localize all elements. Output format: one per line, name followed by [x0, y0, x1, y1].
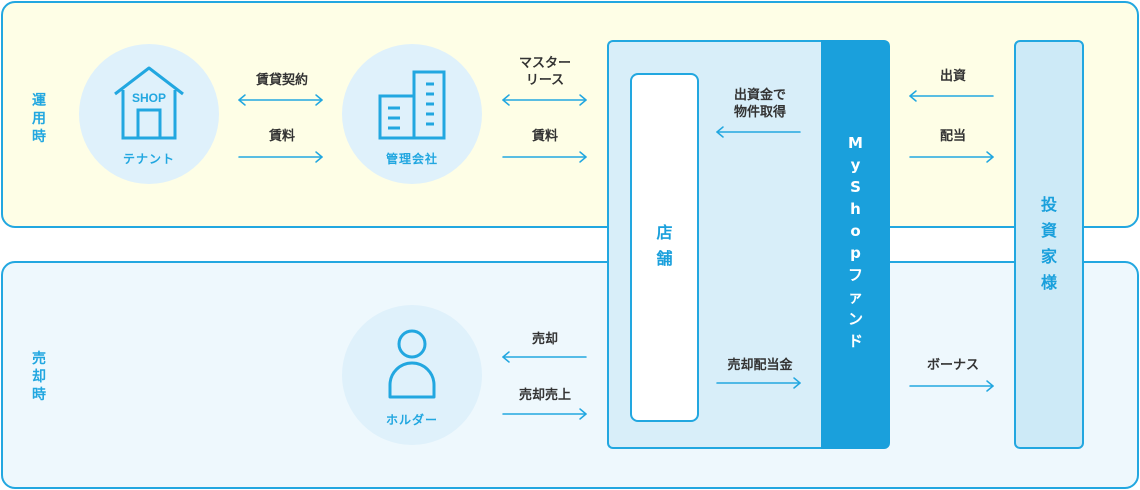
- lease-contract-arrow: [238, 94, 323, 106]
- acquire-property-arrow: [716, 126, 801, 138]
- bonus-arrow: [909, 380, 994, 392]
- holder-label: ホルダー: [385, 413, 438, 427]
- store-label: 店舗: [656, 223, 673, 268]
- investment-label: 出資: [939, 69, 966, 84]
- sale-section: [1, 261, 1139, 489]
- rent-label-management: 賃料: [531, 129, 558, 144]
- dividend-label: 配当: [939, 129, 966, 144]
- acquire-property-label-line1: 出資金で: [733, 88, 786, 103]
- operation-section-label: 運用時: [32, 93, 46, 145]
- sale-label: 売却: [531, 332, 558, 347]
- master-lease-label-line1: マスター: [518, 56, 571, 71]
- person-icon: [388, 329, 436, 399]
- rent-arrow-tenant: [238, 151, 323, 163]
- tenant-label: テナント: [122, 152, 175, 166]
- management-company-label: 管理会社: [385, 152, 438, 166]
- sale-dividend-label: 売却配当金: [727, 358, 793, 373]
- sale-revenue-arrow: [502, 408, 587, 420]
- management-company-node: 管理会社: [342, 44, 482, 184]
- master-lease-label-line2: リース: [525, 73, 565, 88]
- holder-node: ホルダー: [342, 305, 482, 445]
- building-icon: [378, 70, 446, 140]
- investor-box: 投資家様: [1014, 40, 1084, 449]
- lease-contract-label: 賃貸契約: [255, 73, 308, 88]
- bonus-label: ボーナス: [926, 358, 979, 373]
- acquire-property-label-line2: 物件取得: [733, 105, 786, 120]
- tenant-node: SHOP テナント: [79, 44, 219, 184]
- rent-arrow-management: [502, 151, 587, 163]
- shop-sign: SHOP: [132, 91, 166, 105]
- store-box: 店舗: [630, 73, 699, 422]
- investor-label: 投資家様: [1040, 195, 1057, 292]
- investment-arrow: [909, 90, 994, 102]
- sale-section-label: 売却時: [32, 351, 46, 403]
- sale-arrow: [502, 351, 587, 363]
- sale-dividend-arrow: [716, 377, 801, 389]
- myshop-fund-box: MyShopファンド: [821, 40, 890, 449]
- myshop-fund-label: MyShopファンド: [847, 134, 863, 350]
- sale-revenue-label: 売却売上: [518, 388, 571, 403]
- shop-icon: SHOP: [114, 66, 184, 140]
- rent-label-tenant: 賃料: [268, 129, 295, 144]
- master-lease-arrow: [502, 94, 587, 106]
- dividend-arrow: [909, 151, 994, 163]
